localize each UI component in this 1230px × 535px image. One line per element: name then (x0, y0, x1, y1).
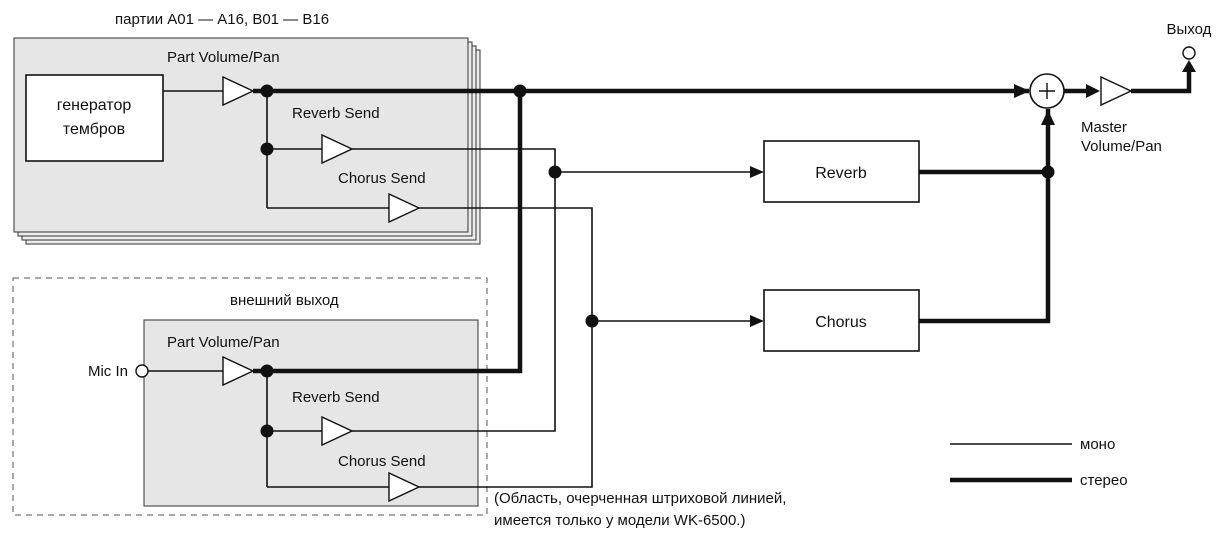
junction-dot (585, 314, 599, 328)
reverb-send-bus (352, 148, 556, 432)
tone-generator-label-line1: генератор (57, 97, 132, 114)
stereo-mic-bus (253, 91, 523, 374)
legend: моно стерео (950, 436, 1128, 489)
amp-chorus-send-upper (388, 192, 421, 224)
part-volume-pan-label-upper: Part Volume/Pan (167, 49, 280, 66)
mixer-plus-icon (1039, 83, 1055, 99)
legend-mono-label: моно (1080, 436, 1115, 453)
mic-part-panel (143, 319, 479, 507)
master-label-line2: Volume/Pan (1081, 138, 1162, 155)
amp-reverb-send-upper (321, 133, 354, 165)
arrow-return-into-mixer (1041, 110, 1055, 125)
reverb-send-label-lower: Reverb Send (292, 389, 380, 406)
amp-chorus-send-lower (388, 471, 421, 503)
arrow-into-reverb (750, 166, 764, 178)
output-label: Выход (1167, 21, 1212, 38)
arrow-into-output (1182, 60, 1196, 72)
amp-reverb-send-lower (321, 415, 354, 447)
master-label-line1: Master (1081, 119, 1127, 136)
chorus-send-label-lower: Chorus Send (338, 453, 426, 470)
junction-dot (260, 142, 274, 156)
amp-part-volume-lower (222, 355, 255, 387)
junction-dots (260, 84, 1055, 438)
output-jack (1182, 46, 1196, 60)
junction-dot (260, 84, 274, 98)
arrow-main-into-mixer (1014, 84, 1030, 98)
arrow-into-master (1086, 84, 1100, 98)
stereo-chorus-return (919, 109, 1051, 324)
amp-part-volume-upper (222, 75, 255, 107)
junction-dot (260, 364, 274, 378)
arrow-into-chorus (750, 315, 764, 327)
footnote-line1: (Область, очерченная штриховой линией, (494, 490, 786, 507)
mic-in-label: Mic In (88, 363, 128, 380)
footnote-line2: имеется только у модели WK-6500.) (494, 512, 745, 529)
junction-dot (1041, 165, 1055, 179)
stereo-master-to-output (1131, 66, 1192, 94)
chorus-send-label-upper: Chorus Send (338, 170, 426, 187)
chorus-send-bus (419, 207, 593, 488)
reverb-label: Reverb (815, 165, 867, 182)
chorus-label: Chorus (815, 314, 867, 331)
amp-master-volume (1100, 75, 1133, 107)
mic-in-jack (135, 364, 149, 378)
dashed-region-border (12, 277, 488, 516)
chorus-box (763, 289, 920, 352)
legend-stereo-label: стерео (1080, 472, 1128, 489)
tone-generator-label-line2: тембров (63, 121, 125, 138)
junction-dot (548, 165, 562, 179)
junction-dot (260, 424, 274, 438)
part-volume-pan-label-lower: Part Volume/Pan (167, 334, 280, 351)
junction-dot (513, 84, 527, 98)
tone-generator-box (25, 74, 164, 162)
external-output-label: внешний выход (230, 292, 339, 309)
reverb-box (763, 140, 920, 203)
parts-caption: партии А01 — А16, В01 — В16 (115, 11, 329, 28)
reverb-send-label-upper: Reverb Send (292, 105, 380, 122)
